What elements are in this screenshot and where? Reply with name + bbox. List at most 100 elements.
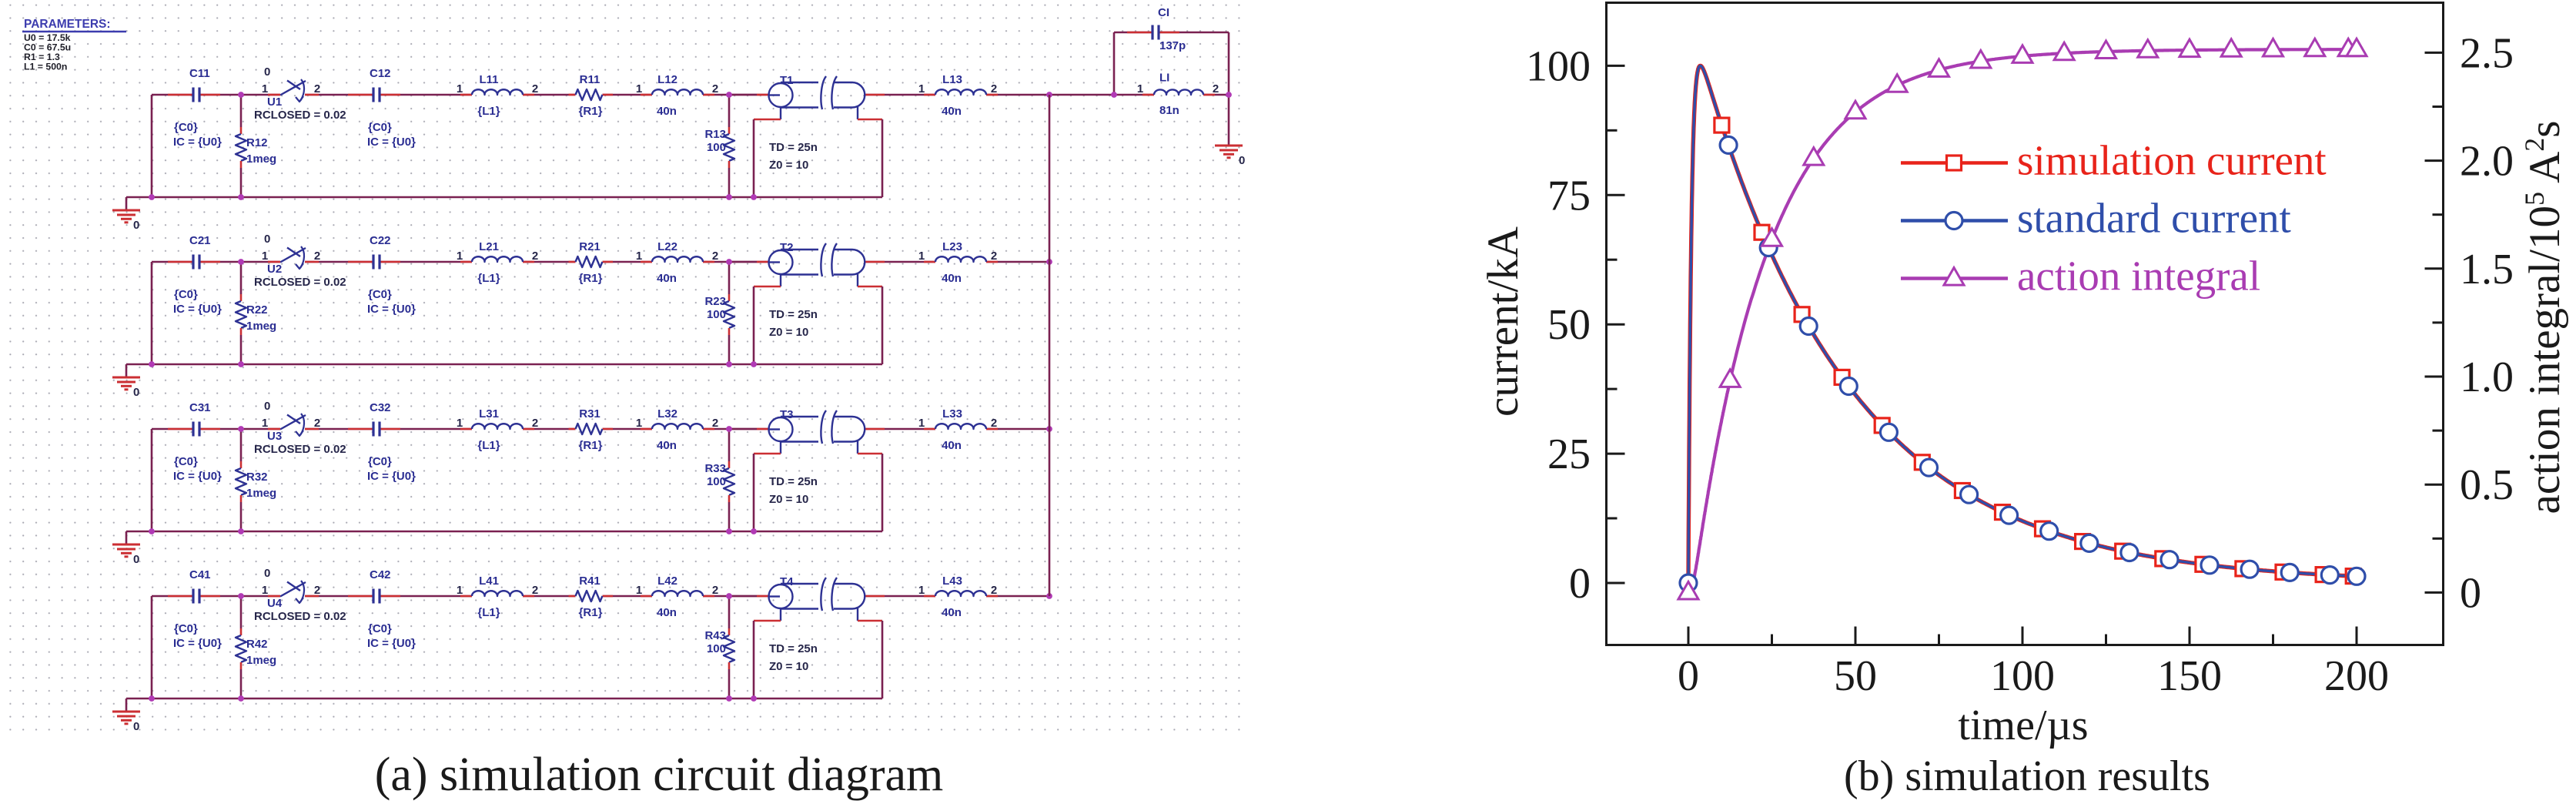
svg-text:40n: 40n — [942, 272, 962, 285]
svg-text:L23: L23 — [942, 240, 962, 253]
svg-text:R21: R21 — [579, 240, 601, 253]
svg-text:0.5: 0.5 — [2460, 461, 2514, 509]
svg-text:C41: C41 — [189, 568, 211, 581]
svg-text:1: 1 — [918, 82, 925, 95]
svg-text:CI: CI — [1158, 6, 1169, 19]
svg-text:{R1}: {R1} — [579, 439, 603, 452]
svg-text:R42: R42 — [246, 638, 268, 651]
svg-text:IC = {U0}: IC = {U0} — [173, 136, 222, 149]
svg-text:simulation current: simulation current — [2017, 137, 2327, 184]
svg-text:U2: U2 — [267, 263, 282, 276]
svg-text:100: 100 — [707, 308, 726, 321]
svg-text:Z0 = 10: Z0 = 10 — [769, 326, 808, 339]
svg-text:{L1}: {L1} — [477, 272, 500, 285]
svg-text:1: 1 — [1137, 82, 1143, 95]
svg-text:1: 1 — [457, 417, 463, 430]
svg-text:R41: R41 — [579, 575, 601, 588]
svg-text:TD = 25n: TD = 25n — [769, 141, 818, 154]
svg-text:{R1}: {R1} — [579, 105, 603, 118]
svg-text:PARAMETERS:: PARAMETERS: — [24, 18, 111, 31]
svg-text:R13: R13 — [704, 128, 726, 141]
svg-text:0: 0 — [264, 65, 270, 79]
svg-text:L42: L42 — [657, 575, 677, 588]
svg-text:{C0}: {C0} — [174, 121, 198, 134]
svg-text:R31: R31 — [579, 407, 601, 420]
svg-text:U1: U1 — [267, 95, 282, 109]
svg-text:1: 1 — [636, 584, 642, 597]
svg-text:R22: R22 — [246, 303, 268, 317]
svg-text:IC = {U0}: IC = {U0} — [173, 470, 222, 483]
svg-text:0: 0 — [2460, 569, 2481, 617]
svg-text:0: 0 — [264, 567, 270, 580]
svg-text:L11: L11 — [479, 73, 498, 86]
svg-text:IC = {U0}: IC = {U0} — [173, 637, 222, 650]
svg-text:0: 0 — [133, 219, 139, 232]
svg-text:{C0}: {C0} — [368, 121, 392, 134]
svg-text:U4: U4 — [267, 597, 283, 610]
svg-text:2: 2 — [532, 417, 538, 430]
svg-text:RCLOSED = 0.02: RCLOSED = 0.02 — [254, 610, 346, 623]
svg-text:{L1}: {L1} — [477, 606, 500, 619]
svg-text:2: 2 — [991, 82, 997, 95]
svg-text:L41: L41 — [479, 575, 499, 588]
svg-text:0: 0 — [1678, 652, 1699, 700]
svg-text:50: 50 — [1547, 301, 1591, 349]
svg-text:{C0}: {C0} — [368, 622, 392, 635]
svg-text:1: 1 — [918, 584, 925, 597]
svg-text:time/µs: time/µs — [1958, 702, 2088, 749]
svg-text:{C0}: {C0} — [174, 622, 198, 635]
svg-text:2: 2 — [532, 82, 538, 95]
svg-text:2: 2 — [314, 82, 320, 95]
svg-text:{C0}: {C0} — [174, 288, 198, 301]
svg-text:(b) simulation results: (b) simulation results — [1844, 752, 2210, 800]
svg-text:2.0: 2.0 — [2460, 138, 2514, 186]
svg-text:100: 100 — [707, 642, 726, 655]
svg-text:2: 2 — [991, 417, 997, 430]
svg-text:2: 2 — [314, 417, 320, 430]
svg-text:{L1}: {L1} — [477, 439, 500, 452]
svg-text:R43: R43 — [704, 629, 726, 642]
svg-text:RCLOSED = 0.02: RCLOSED = 0.02 — [254, 443, 346, 456]
svg-text:{C0}: {C0} — [368, 288, 392, 301]
svg-text:R11: R11 — [580, 73, 601, 86]
svg-text:0: 0 — [1239, 154, 1245, 167]
svg-text:C21: C21 — [189, 234, 211, 247]
svg-text:137p: 137p — [1159, 39, 1186, 52]
svg-text:IC = {U0}: IC = {U0} — [367, 470, 416, 483]
svg-text:R33: R33 — [704, 462, 726, 475]
svg-text:R23: R23 — [704, 295, 726, 308]
svg-text:1meg: 1meg — [246, 152, 276, 166]
svg-text:C0 = 67.5u: C0 = 67.5u — [24, 42, 71, 53]
svg-text:50: 50 — [1834, 652, 1877, 700]
svg-text:L33: L33 — [942, 407, 962, 420]
svg-text:{R1}: {R1} — [579, 272, 603, 285]
svg-text:C12: C12 — [370, 67, 391, 80]
svg-text:RCLOSED = 0.02: RCLOSED = 0.02 — [254, 109, 346, 122]
svg-text:1meg: 1meg — [246, 320, 276, 333]
svg-text:IC = {U0}: IC = {U0} — [367, 303, 416, 316]
svg-text:2: 2 — [532, 584, 538, 597]
svg-text:T2: T2 — [780, 241, 794, 254]
svg-text:action integral: action integral — [2017, 253, 2260, 300]
svg-text:{C0}: {C0} — [174, 455, 198, 468]
svg-text:40n: 40n — [657, 439, 677, 452]
svg-text:L31: L31 — [479, 407, 499, 420]
svg-text:L12: L12 — [657, 73, 677, 86]
svg-text:T4: T4 — [780, 575, 794, 588]
svg-text:1: 1 — [636, 417, 642, 430]
svg-text:Z0 = 10: Z0 = 10 — [769, 493, 808, 506]
svg-text:2: 2 — [712, 250, 718, 263]
svg-text:{C0}: {C0} — [368, 455, 392, 468]
svg-text:40n: 40n — [657, 272, 677, 285]
svg-text:LI: LI — [1159, 72, 1169, 85]
svg-text:action integral/105 A2s: action integral/105 A2s — [2519, 121, 2569, 514]
svg-text:0: 0 — [133, 386, 139, 399]
svg-text:C11: C11 — [189, 67, 210, 80]
svg-text:{R1}: {R1} — [579, 606, 603, 619]
svg-text:1: 1 — [636, 250, 642, 263]
svg-text:1: 1 — [262, 250, 268, 263]
svg-text:(a) simulation circuit diagram: (a) simulation circuit diagram — [375, 749, 944, 801]
svg-text:2.5: 2.5 — [2460, 29, 2514, 77]
svg-text:R32: R32 — [246, 471, 268, 484]
svg-text:100: 100 — [707, 475, 726, 488]
